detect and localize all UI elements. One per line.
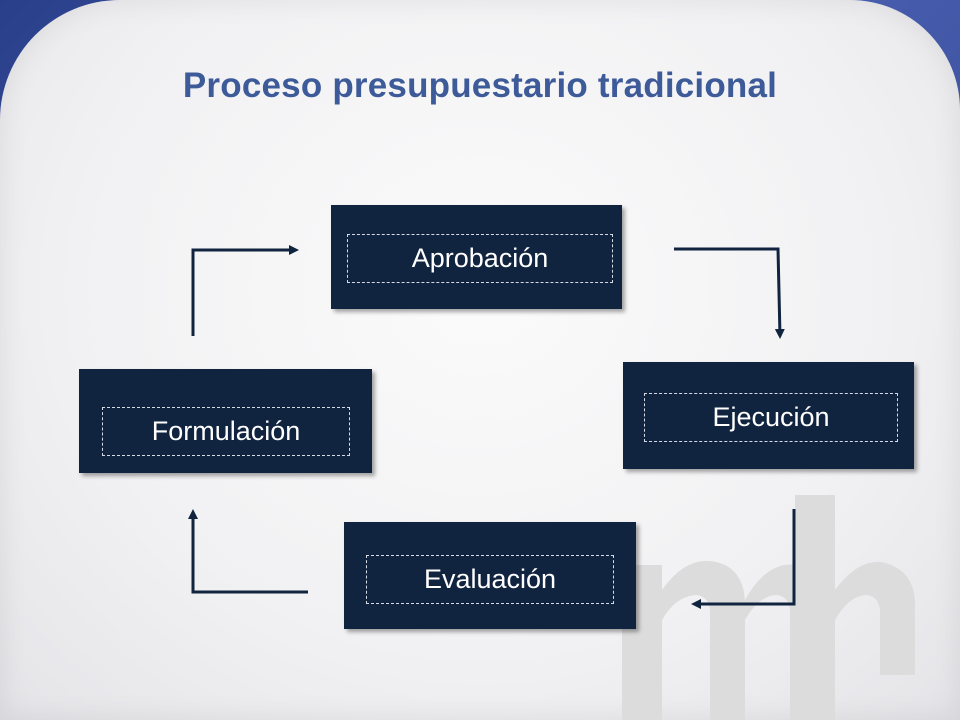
node-aprobacion-label: Aprobación — [347, 234, 613, 283]
node-aprobacion: Aprobación — [331, 205, 622, 309]
node-formulacion: Formulación — [79, 369, 372, 473]
node-formulacion-label: Formulación — [102, 407, 350, 456]
node-evaluacion-label: Evaluación — [366, 555, 614, 604]
page-title: Proceso presupuestario tradicional — [182, 66, 778, 105]
node-evaluacion: Evaluación — [344, 522, 636, 629]
node-ejecucion-label: Ejecución — [644, 393, 898, 442]
node-ejecucion: Ejecución — [623, 362, 914, 469]
